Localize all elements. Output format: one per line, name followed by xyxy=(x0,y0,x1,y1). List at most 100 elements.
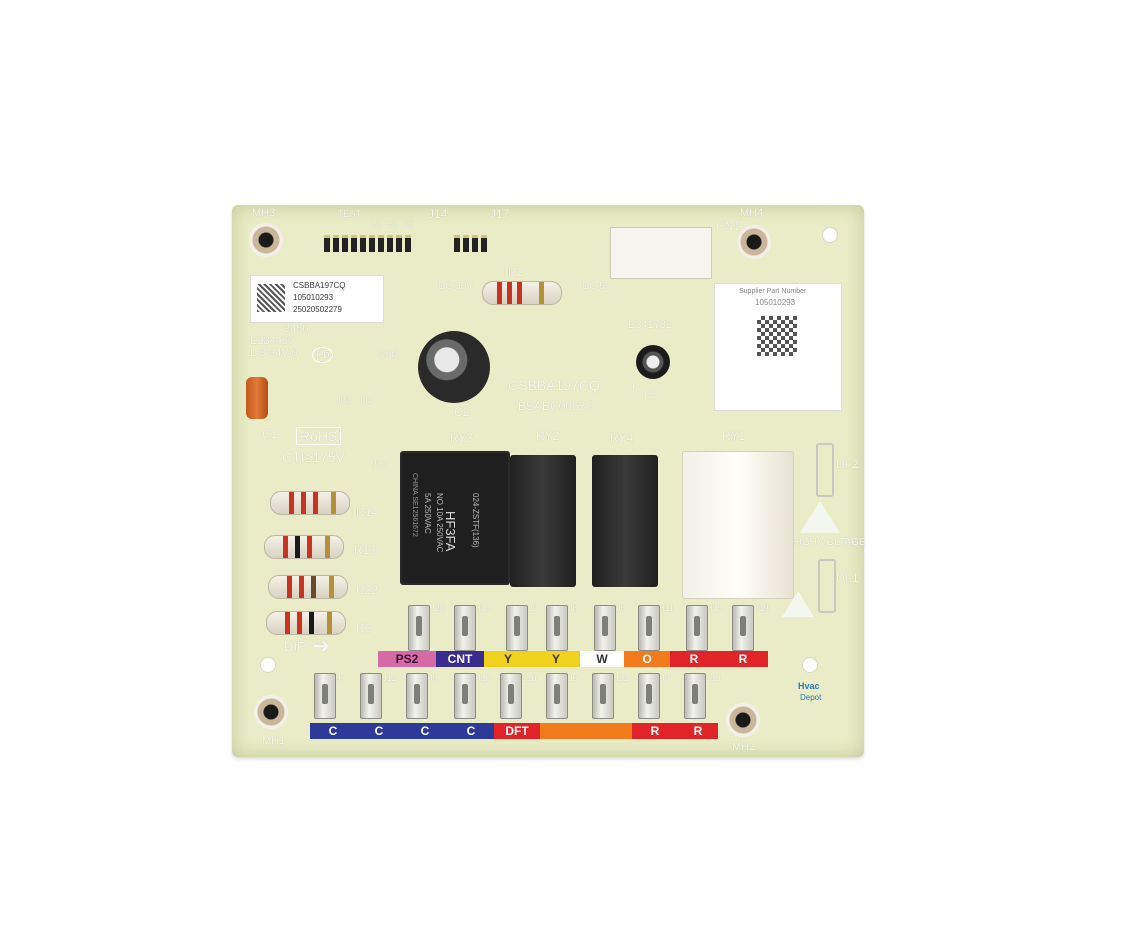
dip-arrow-icon: ➜ xyxy=(312,633,331,658)
strip-c4: C xyxy=(448,723,494,739)
terminal-j3 xyxy=(638,673,660,719)
cti-label: CTI≥175V xyxy=(282,449,345,465)
dip-label: DIP xyxy=(284,639,306,654)
small-hole xyxy=(822,227,838,243)
strip-y1: Y xyxy=(484,651,532,667)
df1-label: DF1 xyxy=(836,571,859,585)
dc5v-label: DC 5V xyxy=(582,281,612,292)
mounting-hole-mh1 xyxy=(254,695,288,729)
terminal-j19 xyxy=(732,605,754,651)
t30-label: 30 xyxy=(372,219,383,229)
relay-ry2 xyxy=(510,455,576,587)
ry3-spec-1: 024-ZSTF(136) xyxy=(471,493,480,548)
terminal-j9 xyxy=(406,673,428,719)
j7-label: J7 xyxy=(336,673,346,683)
relay-ry1 xyxy=(682,451,794,599)
resistor-r14 xyxy=(270,491,350,515)
strip-r4: R xyxy=(678,723,718,739)
ry1-label: RY1 xyxy=(722,429,746,443)
mounting-hole-mh4 xyxy=(737,225,771,259)
warning-icon xyxy=(800,501,840,533)
terminal-j10 xyxy=(454,673,476,719)
j14-label: J14 xyxy=(428,207,448,221)
part-label-model: CSBBA197CQ xyxy=(293,281,346,290)
terminal-j20 xyxy=(408,605,430,651)
capacitor-c1 xyxy=(246,377,268,419)
cn1-label: CN1 xyxy=(716,219,741,233)
j6-label: J6 xyxy=(616,603,626,613)
code-2450: 2450 xyxy=(284,323,309,335)
capacitor-c5 xyxy=(636,345,670,379)
part-label-code-2: 25020502279 xyxy=(293,305,342,314)
test-label: TEST xyxy=(338,209,362,219)
r22-label: R22 xyxy=(356,583,379,597)
strip-orange-1 xyxy=(540,723,586,739)
j03-label: J03 xyxy=(372,459,387,469)
terminal-j8 xyxy=(546,605,568,651)
r2-label: R2 xyxy=(508,265,524,279)
fuse-df2 xyxy=(816,443,834,497)
pb-mark: Pb xyxy=(312,347,334,363)
t60-label: 60 xyxy=(388,219,399,229)
terminal-j18 xyxy=(454,605,476,651)
rating-label: L-3 94V-0 xyxy=(250,347,298,359)
df2-label: DF2 xyxy=(836,457,859,471)
part-label: CSBBA197CQ 105010293 25020502279 xyxy=(250,275,384,323)
c2-label: C2 xyxy=(454,405,470,419)
j01-label: J01 xyxy=(358,395,373,405)
ry3-label: RY3 xyxy=(450,431,474,445)
mh1-label: MH1 xyxy=(262,735,286,747)
supplier-title: Supplier Part Number xyxy=(739,288,807,295)
mh2-label: MH2 xyxy=(732,741,756,753)
j5-label: J5 xyxy=(568,673,578,683)
j02-label: J02 xyxy=(336,395,351,405)
cn1-connector xyxy=(610,227,712,279)
j17-label: J17 xyxy=(490,207,510,221)
gnd-label: GND xyxy=(378,349,398,359)
j18-label: J18 xyxy=(476,603,491,613)
ry3-spec-3: 5A 250VAC xyxy=(423,493,432,534)
c1-label: C1 xyxy=(262,427,278,441)
small-hole xyxy=(802,657,818,673)
dc30v-label: DC 30V xyxy=(438,281,474,292)
terminal-j2 xyxy=(506,605,528,651)
rohs-label: RoHS xyxy=(296,427,342,445)
relay-ry3: HF3FA 024-ZSTF(136) NO 10A 250VAC 5A 250… xyxy=(400,451,510,585)
terminal-j16 xyxy=(500,673,522,719)
logo-depot-text: Depot xyxy=(800,693,822,702)
strip-c2: C xyxy=(356,723,402,739)
resistor-r2 xyxy=(482,281,562,305)
resistor-r22 xyxy=(268,575,348,599)
qr-code-icon xyxy=(757,316,797,356)
capacitor-c2 xyxy=(418,331,490,403)
mounting-hole-mh3 xyxy=(249,223,283,257)
strip-w: W xyxy=(580,651,624,667)
terminal-j15 xyxy=(686,605,708,651)
j3-label: J3 xyxy=(660,673,670,683)
supplier-label: Supplier Part Number 105010293 xyxy=(714,283,842,411)
terminal-j12 xyxy=(360,673,382,719)
terminal-j7 xyxy=(314,673,336,719)
part-label-code-1: 105010293 xyxy=(293,293,334,302)
j16-label: J16 xyxy=(522,673,537,683)
r14-label: R14 xyxy=(356,505,379,519)
ry2-label: RY2 xyxy=(536,429,560,443)
terminal-j6 xyxy=(594,605,616,651)
jumper-header-j14 xyxy=(324,235,411,252)
strip-ps2: PS2 xyxy=(378,651,436,667)
j12-label: J12 xyxy=(382,673,397,683)
j15-label: J15 xyxy=(708,603,723,613)
circuit-board: MH3 MH4 MH1 MH2 J14 J17 TEST 30 60 90 CN… xyxy=(232,205,866,757)
jumper-header-j17 xyxy=(454,235,487,252)
j20-label: J20 xyxy=(430,603,445,613)
j21-label: J21 xyxy=(614,673,629,683)
j13-label: J13 xyxy=(706,673,721,683)
strip-r3: R xyxy=(632,723,678,739)
revision-label: BSABC0063.3 xyxy=(518,399,596,413)
resistor-r13 xyxy=(264,535,344,559)
j11-label: J11 xyxy=(660,603,674,613)
j19-label: J19 xyxy=(754,603,769,613)
supplier-code: 105010293 xyxy=(755,298,796,307)
hvac-depot-logo: Hvac Depot xyxy=(788,679,834,707)
ul-cert-label: E341732 xyxy=(628,319,673,331)
